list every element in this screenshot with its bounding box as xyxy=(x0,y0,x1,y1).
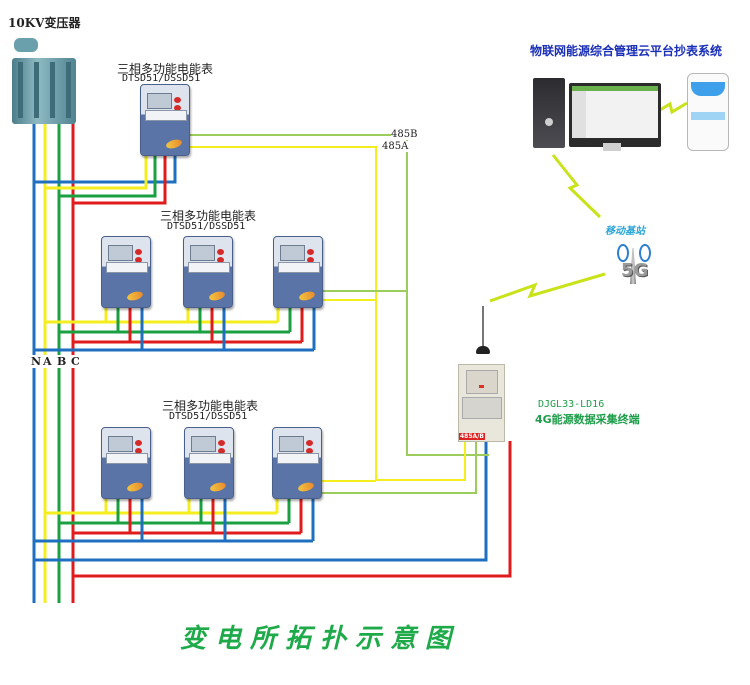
phase-label-a: A xyxy=(42,355,53,368)
energy-meter xyxy=(101,236,151,308)
lightning-icon xyxy=(489,272,606,303)
collector-n-feed xyxy=(34,441,488,562)
energy-meter xyxy=(184,427,234,499)
data-collector-terminal: 485A/B xyxy=(458,364,505,442)
cloud-platform-label: 物联网能源综合管理云平台抄表系统 xyxy=(530,44,723,58)
meter-group-2-model: DTSD51/DSSD51 xyxy=(167,221,246,232)
energy-meter xyxy=(101,427,151,499)
energy-meter xyxy=(272,427,322,499)
group1-b xyxy=(59,154,157,198)
meter-group-1-model: DTSD51/DSSD51 xyxy=(122,73,201,84)
meter-group-3-model: DTSD51/DSSD51 xyxy=(169,411,248,422)
base-station-icon: 5G xyxy=(613,240,653,286)
meter-group-1-title: 三相多功能电能表 xyxy=(117,62,214,76)
tech-label: 5G xyxy=(621,260,649,281)
monitor-stand xyxy=(603,143,621,151)
energy-meter xyxy=(183,236,233,308)
phase-label-b: B xyxy=(56,355,68,368)
base-station-label: 移动基站 xyxy=(605,226,645,237)
collector-c-feed xyxy=(73,441,512,578)
transformer-label: 10KV变压器 xyxy=(8,16,81,30)
energy-meter xyxy=(273,236,323,308)
group1-a xyxy=(45,154,148,190)
antenna-base xyxy=(476,346,490,354)
diagram-title: 变电所拓扑示意图 xyxy=(180,624,461,654)
bus-label-485a: 485A xyxy=(382,141,409,152)
smartphone-icon xyxy=(687,73,729,151)
group3-485b xyxy=(322,441,477,494)
phase-label-n: N xyxy=(30,355,43,368)
meter-group-2-title: 三相多功能电能表 xyxy=(160,209,257,223)
antenna-icon xyxy=(482,306,484,350)
collector-terminal-label: 485A/B xyxy=(459,433,485,440)
group1-n xyxy=(34,154,177,184)
transformer-icon xyxy=(8,36,78,128)
bus-label-485b: 485B xyxy=(391,129,418,140)
lightning-icon xyxy=(551,154,602,219)
server-icon xyxy=(533,78,565,148)
energy-meter xyxy=(140,84,190,156)
collector-model: DJGL33-LD16 xyxy=(538,399,605,410)
485b-bus xyxy=(188,134,489,456)
lightning-icon xyxy=(654,101,688,115)
meter-group-3-title: 三相多功能电能表 xyxy=(162,399,259,413)
phase-label-c: C xyxy=(70,355,81,368)
collector-name: 4G能源数据采集终端 xyxy=(535,413,640,426)
monitor-icon xyxy=(569,83,661,147)
group1-c xyxy=(73,154,167,205)
